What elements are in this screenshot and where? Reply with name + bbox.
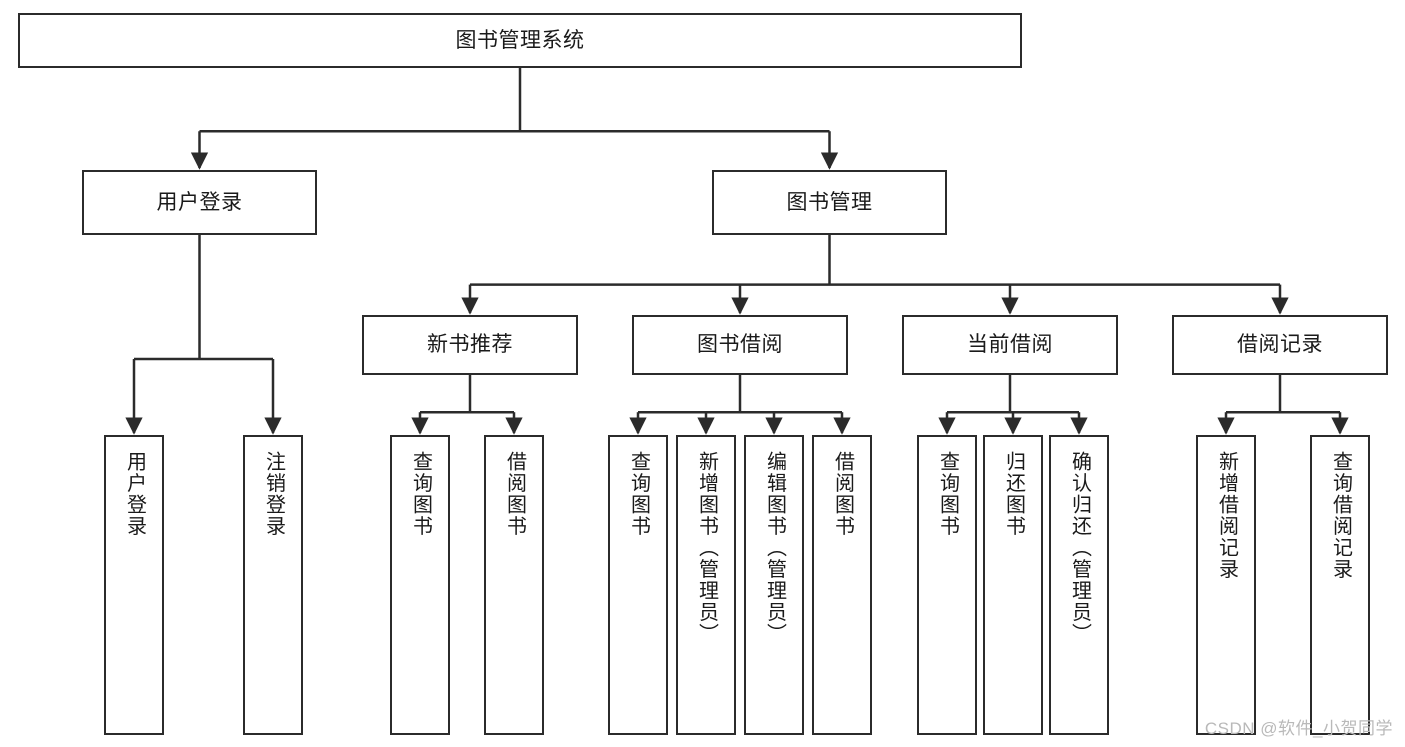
node-label: 借阅图书 bbox=[831, 451, 854, 537]
node-current-borrow[interactable]: 当前借阅 bbox=[902, 315, 1118, 375]
node-label: 当前借阅 bbox=[967, 333, 1053, 357]
node-confirm-return[interactable]: 确认归还（管理员） bbox=[1049, 435, 1109, 735]
node-label: 新增图书（管理员） bbox=[695, 451, 718, 645]
node-label: 编辑图书（管理员） bbox=[763, 451, 786, 645]
node-borrow-book-1[interactable]: 借阅图书 bbox=[484, 435, 544, 735]
node-label: 注销登录 bbox=[262, 451, 285, 537]
node-label: 借阅记录 bbox=[1237, 333, 1323, 357]
node-label: 查询图书 bbox=[627, 451, 650, 537]
node-query-book-3[interactable]: 查询图书 bbox=[917, 435, 977, 735]
node-return-book[interactable]: 归还图书 bbox=[983, 435, 1043, 735]
node-query-book-1[interactable]: 查询图书 bbox=[390, 435, 450, 735]
node-label: 借阅图书 bbox=[503, 451, 526, 537]
node-book-borrow[interactable]: 图书借阅 bbox=[632, 315, 848, 375]
node-label: 图书借阅 bbox=[697, 333, 783, 357]
node-borrow-record[interactable]: 借阅记录 bbox=[1172, 315, 1388, 375]
node-add-book[interactable]: 新增图书（管理员） bbox=[676, 435, 736, 735]
node-borrow-book-2[interactable]: 借阅图书 bbox=[812, 435, 872, 735]
node-user-login-do[interactable]: 用户登录 bbox=[104, 435, 164, 735]
node-add-borrow-record[interactable]: 新增借阅记录 bbox=[1196, 435, 1256, 735]
node-label: 新书推荐 bbox=[427, 333, 513, 357]
csdn-watermark: CSDN @软件_小贺同学 bbox=[1204, 719, 1393, 738]
node-label: 确认归还（管理员） bbox=[1068, 451, 1091, 645]
node-label: 图书管理 bbox=[786, 190, 873, 214]
node-new-book-recommend[interactable]: 新书推荐 bbox=[362, 315, 578, 375]
node-edit-book[interactable]: 编辑图书（管理员） bbox=[744, 435, 804, 735]
node-label: 查询图书 bbox=[409, 451, 432, 537]
node-user-logout[interactable]: 注销登录 bbox=[243, 435, 303, 735]
node-book-manage[interactable]: 图书管理 bbox=[712, 170, 947, 235]
node-label: 查询借阅记录 bbox=[1329, 451, 1352, 580]
node-label: 新增借阅记录 bbox=[1215, 451, 1238, 580]
node-label: 查询图书 bbox=[936, 451, 959, 537]
node-label: 用户登录 bbox=[156, 190, 243, 214]
node-label: 归还图书 bbox=[1002, 451, 1025, 537]
node-label: 图书管理系统 bbox=[455, 28, 585, 52]
node-query-borrow-record[interactable]: 查询借阅记录 bbox=[1310, 435, 1370, 735]
node-root[interactable]: 图书管理系统 bbox=[18, 13, 1022, 68]
node-label: 用户登录 bbox=[123, 451, 146, 537]
node-query-book-2[interactable]: 查询图书 bbox=[608, 435, 668, 735]
node-user-login[interactable]: 用户登录 bbox=[82, 170, 317, 235]
